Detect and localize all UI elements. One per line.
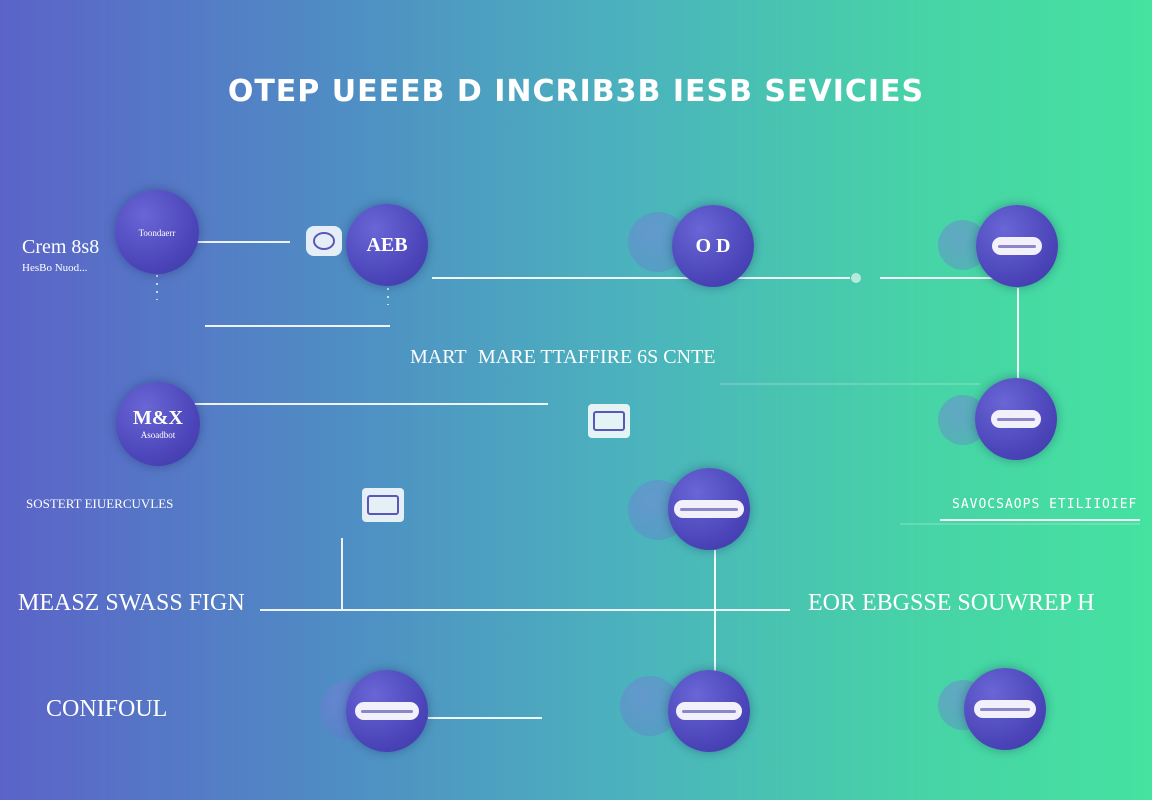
label-meas: MEASZ SWASS FIGN [18, 590, 245, 616]
label-sostert: SOSTERT EIUERCUVLES [26, 496, 174, 511]
server-icon [588, 404, 630, 438]
label-crem-sub: HesBo Nuod... [22, 262, 88, 274]
chip-icon [676, 702, 742, 720]
node-n4[interactable] [976, 205, 1058, 287]
node-n3-text: O D [695, 235, 731, 257]
node-n5-sub: Asoadbot [140, 430, 176, 440]
gear-icon [306, 226, 342, 256]
node-n6[interactable] [975, 378, 1057, 460]
chip-icon [355, 702, 419, 720]
server-icon [362, 488, 404, 522]
chip-icon [674, 500, 744, 518]
node-n5-text: M&X [133, 407, 183, 429]
label-crem: Crem 8s8 [22, 236, 100, 258]
page-title: OTEP UEEEB D INCRIB3B IESB SEVICIES [227, 74, 925, 109]
node-n7[interactable] [668, 468, 750, 550]
node-n2[interactable]: AEB [346, 204, 428, 286]
chip-icon [991, 410, 1041, 428]
label-mare: MARE TTAFFIRE 6S CNTE [478, 346, 716, 368]
chip-icon [974, 700, 1036, 718]
label-mart: MART [410, 346, 467, 368]
label-eor: EOR EBGSSE SOUWREP H [808, 590, 1095, 616]
node-n10[interactable] [964, 668, 1046, 750]
label-savocs: SAVOCSAOPS ETILIIOIEF [952, 497, 1138, 512]
node-n1-sub: Toondaerr [138, 228, 176, 238]
label-conf: CONIFOUL [46, 696, 168, 722]
node-n5[interactable]: M&X Asoadbot [116, 382, 200, 466]
node-n1[interactable]: Toondaerr [115, 190, 199, 274]
chip-icon [992, 237, 1042, 255]
node-n8[interactable] [346, 670, 428, 752]
node-n2-text: AEB [366, 234, 408, 256]
node-n3[interactable]: O D [672, 205, 754, 287]
node-n9[interactable] [668, 670, 750, 752]
